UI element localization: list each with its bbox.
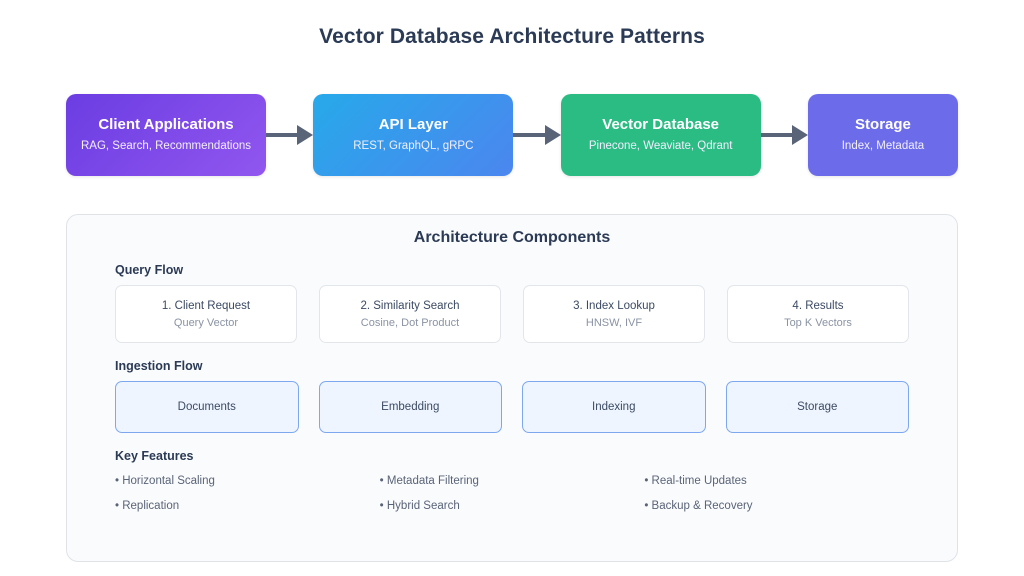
ingestion-box-embedding[interactable]: Embedding — [318, 381, 502, 433]
pipeline-stage-storage[interactable]: Storage Index, Metadata — [807, 94, 958, 176]
key-feature-item: • Hybrid Search — [379, 500, 460, 513]
card-subtitle: Query Vector — [173, 316, 239, 329]
query-flow-card-4[interactable]: 4. Results Top K Vectors — [727, 285, 909, 343]
ingestion-box-indexing[interactable]: Indexing — [522, 381, 706, 433]
key-feature-item: • Real-time Updates — [644, 475, 747, 487]
ingestion-flow-section: Ingestion Flow Documents Embedding Index… — [67, 359, 957, 433]
stage-title: Storage — [855, 116, 911, 134]
arrow-right-icon-3 — [760, 125, 808, 145]
stage-subtitle: Index, Metadata — [841, 140, 925, 153]
architecture-components-panel: Architecture Components Query Flow 1. Cl… — [66, 214, 958, 562]
card-subtitle: Cosine, Dot Product — [360, 316, 460, 329]
stage-title: API Layer — [378, 116, 448, 134]
ingestion-box-documents[interactable]: Documents — [115, 381, 299, 433]
card-title: 2. Similarity Search — [360, 299, 460, 312]
card-title: 1. Client Request — [161, 299, 251, 312]
key-features-label: Key Features — [115, 449, 194, 463]
panel-title: Architecture Components — [413, 229, 611, 246]
query-flow-card-2[interactable]: 2. Similarity Search Cosine, Dot Product — [319, 285, 501, 343]
page-title: Vector Database Architecture Patterns — [319, 25, 705, 48]
key-feature-item: • Backup & Recovery — [644, 500, 753, 513]
query-flow-card-row: 1. Client Request Query Vector 2. Simila… — [115, 285, 909, 343]
key-feature-item: • Replication — [115, 500, 180, 513]
arrow-shaft — [266, 133, 298, 137]
arrow-right-icon-2 — [513, 125, 561, 145]
arrow-head — [544, 125, 561, 145]
ingestion-flow-label: Ingestion Flow — [115, 359, 203, 373]
stage-title: Vector Database — [602, 116, 720, 134]
key-features-grid: • Horizontal Scaling • Metadata Filterin… — [115, 471, 909, 516]
query-flow-section: Query Flow 1. Client Request Query Vecto… — [67, 263, 957, 343]
query-flow-card-1[interactable]: 1. Client Request Query Vector — [115, 285, 297, 343]
card-subtitle: Top K Vectors — [784, 316, 852, 329]
ingestion-box-storage[interactable]: Storage — [725, 381, 909, 433]
key-features-section: Key Features • Horizontal Scaling • Meta… — [67, 449, 957, 516]
key-feature-item: • Metadata Filtering — [379, 475, 479, 487]
stage-subtitle: REST, GraphQL, gRPC — [353, 140, 474, 153]
arrow-right-icon-1 — [266, 125, 314, 145]
pipeline-stage-vector-database[interactable]: Vector Database Pinecone, Weaviate, Qdra… — [560, 94, 761, 176]
arrow-head — [297, 125, 314, 145]
arrow-shaft — [513, 133, 545, 137]
card-subtitle: HNSW, IVF — [585, 316, 643, 329]
pipeline-stage-api-layer[interactable]: API Layer REST, GraphQL, gRPC — [313, 94, 514, 176]
stage-subtitle: Pinecone, Weaviate, Qdrant — [588, 140, 733, 153]
arrow-shaft — [760, 133, 792, 137]
arrow-head — [791, 125, 808, 145]
key-feature-item: • Horizontal Scaling — [115, 475, 215, 487]
card-title: 3. Index Lookup — [573, 299, 655, 312]
card-title: 4. Results — [792, 299, 844, 312]
stage-title: Client Applications — [98, 116, 234, 134]
query-flow-card-3[interactable]: 3. Index Lookup HNSW, IVF — [523, 285, 705, 343]
architecture-pipeline: Client Applications RAG, Search, Recomme… — [66, 94, 958, 176]
pipeline-stage-client-applications[interactable]: Client Applications RAG, Search, Recomme… — [66, 94, 266, 176]
query-flow-label: Query Flow — [115, 263, 184, 277]
ingestion-flow-box-row: Documents Embedding Indexing Storage — [115, 381, 909, 433]
stage-subtitle: RAG, Search, Recommendations — [80, 140, 252, 153]
